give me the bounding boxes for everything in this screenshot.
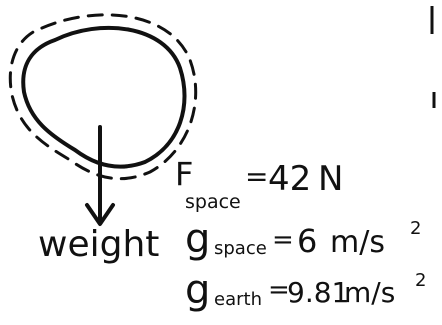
- equation-exponent: 2: [410, 218, 421, 239]
- equation-unit: N: [318, 159, 343, 199]
- weight-arrow: [85, 125, 115, 226]
- equation-symbol: g: [185, 267, 210, 313]
- equation-gravity-space: g space = 6 m/s 2: [185, 216, 421, 262]
- equation-value: 6: [297, 222, 317, 260]
- weight-label: weight: [38, 224, 159, 265]
- equation-equals: =: [272, 225, 294, 255]
- equation-force: F space = 42 N: [175, 155, 343, 213]
- equation-unit: m/s: [344, 276, 395, 309]
- equation-subscript: space: [214, 238, 267, 259]
- equation-unit: m/s: [330, 225, 385, 260]
- equation-subscript: earth: [214, 289, 262, 310]
- equation-equals: =: [245, 160, 268, 193]
- dashed-outline: [8, 13, 198, 181]
- equation-symbol: F: [175, 155, 193, 193]
- equation-equals: =: [268, 275, 290, 305]
- equation-value: 9.81: [287, 276, 349, 309]
- equation-symbol: g: [185, 216, 210, 262]
- equation-exponent: 2: [415, 270, 426, 291]
- equation-subscript: space: [185, 191, 241, 213]
- equation-gravity-earth: g earth = 9.81 m/s 2: [185, 267, 426, 313]
- body-outline: [21, 25, 187, 169]
- equation-value: 42: [268, 159, 311, 199]
